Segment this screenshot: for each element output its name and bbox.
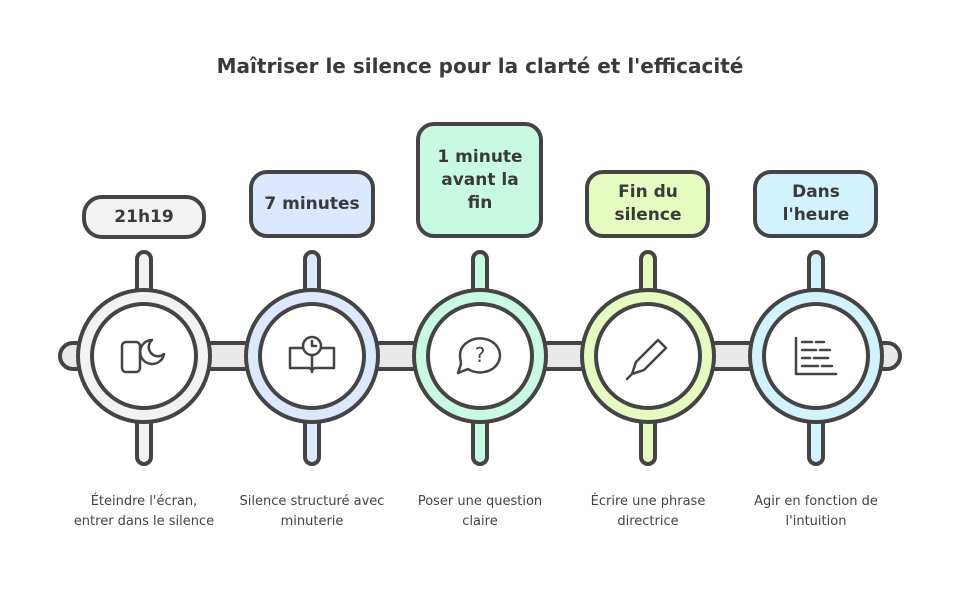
text-chart-icon — [794, 336, 838, 376]
step-node-4 — [580, 170, 716, 466]
step-inner-circle — [426, 302, 534, 410]
step-label-4: Fin du silence — [614, 182, 682, 225]
step-label-box — [753, 170, 878, 238]
step-inner-circle — [762, 302, 870, 410]
step-node-1 — [76, 195, 212, 466]
step-node-2 — [244, 170, 380, 466]
step-label-box — [585, 170, 710, 238]
step-description-4: Écrire une phrase directrice — [590, 494, 706, 529]
step-inner-circle — [90, 302, 198, 410]
step-label-box — [249, 170, 375, 238]
question-bubble-icon: ? — [456, 337, 502, 375]
step-description-5: Agir en fonction de l'intuition — [754, 494, 878, 529]
step-label-box — [416, 122, 543, 238]
page-title: Maîtriser le silence pour la clarté et l… — [216, 54, 744, 78]
step-description-3: Poser une question claire — [417, 494, 543, 529]
step-node-3: ? — [412, 122, 548, 466]
step-description-2: Silence structuré avec minuterie — [239, 494, 385, 529]
step-label-3: 1 minute avant la fin — [437, 146, 523, 213]
step-label-1: 21h19 — [114, 206, 174, 227]
book-clock-icon — [288, 335, 336, 374]
pen-icon — [625, 338, 668, 381]
step-label-2: 7 minutes — [264, 193, 360, 214]
phone-moon-icon — [120, 338, 166, 374]
step-label-box — [82, 195, 206, 239]
step-label-5: Dans l'heure — [782, 182, 850, 225]
step-node-5 — [748, 170, 884, 466]
svg-text:?: ? — [475, 343, 486, 367]
step-description-1: Éteindre l'écran, entrer dans le silence — [73, 494, 215, 529]
step-inner-circle — [594, 302, 702, 410]
